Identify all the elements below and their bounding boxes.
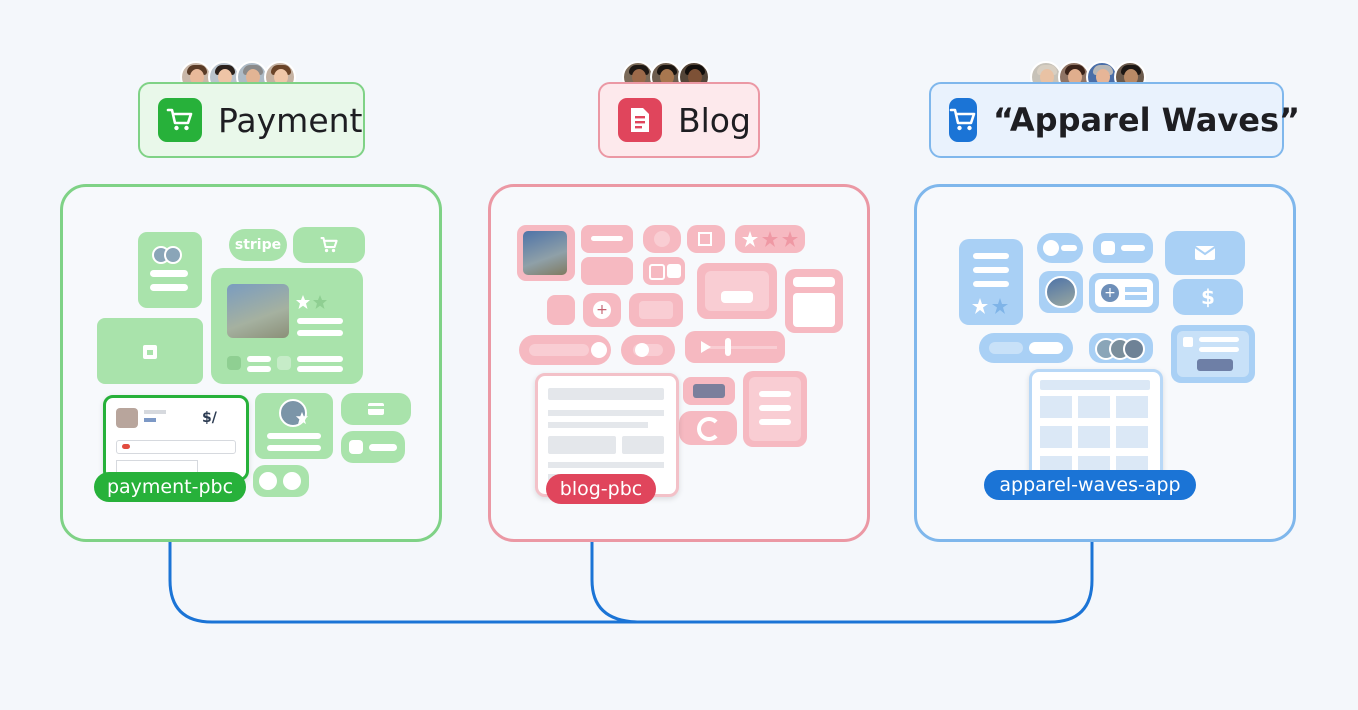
- card-tile: [341, 393, 411, 425]
- payment-badge: [158, 98, 202, 142]
- dollar-tile: $: [1173, 279, 1243, 315]
- avatar: [180, 61, 212, 93]
- add-item-tile: +: [1089, 273, 1159, 313]
- document-icon: [631, 108, 649, 132]
- rating-stars-icon: [742, 231, 798, 247]
- apparel-waves-app-tag: apparel-waves-app: [984, 470, 1196, 500]
- cart-icon: [166, 108, 193, 131]
- credit-card-icon: [368, 403, 384, 415]
- radio-tile: [643, 225, 681, 253]
- slider-tile: [685, 331, 785, 363]
- payment-team-card: Payment: [138, 82, 365, 158]
- switch-tile: [621, 335, 675, 365]
- small-tile: [547, 295, 575, 325]
- rating-stars-icon: [972, 298, 1008, 314]
- blog-pbc-tag: blog-pbc: [546, 474, 656, 504]
- grid-tile: [687, 225, 725, 253]
- mail-icon: [1194, 246, 1216, 260]
- image-tile: [517, 225, 575, 281]
- checkout-document: $/: [103, 395, 249, 481]
- avatar-card-tile: [255, 393, 333, 459]
- apparel-waves-panel: + $: [914, 184, 1296, 542]
- app-document: [1029, 369, 1163, 485]
- checkbox-tile: [643, 257, 685, 285]
- team-name: Blog: [678, 100, 751, 140]
- button-tile: [683, 377, 735, 405]
- arrow-to-blog: [590, 516, 641, 624]
- cart-tile: [293, 227, 365, 263]
- stars-tile: [735, 225, 805, 253]
- currency-label: $/: [202, 410, 217, 426]
- checkbox-tile: [341, 431, 405, 463]
- calendar-tile: [97, 318, 203, 384]
- text-tile: [581, 257, 633, 285]
- apparel-team-card: “Apparel Waves”: [929, 82, 1300, 158]
- list-tile: [743, 371, 807, 447]
- dollar-label: $: [1201, 285, 1215, 309]
- team-name: Payment: [218, 100, 363, 140]
- chat-bubble-tile: [629, 293, 683, 327]
- stripe-label: stripe: [234, 237, 282, 253]
- cart-icon: [949, 108, 976, 131]
- calendar-icon: [143, 345, 157, 359]
- star-icon: [295, 411, 309, 425]
- team-name: “Apparel Waves”: [993, 101, 1301, 139]
- cart-icon: [320, 237, 338, 253]
- list-star-tile: [959, 239, 1023, 325]
- avatar-group-tile: [1089, 333, 1153, 363]
- toggle-pill-tile: [1037, 233, 1083, 263]
- stripe-tile: stripe: [229, 229, 287, 261]
- text-tile: [581, 225, 633, 253]
- mail-tile: [1165, 231, 1245, 275]
- add-tile: +: [583, 293, 621, 327]
- avatar-tile: [1039, 271, 1083, 313]
- payment-panel: stripe: [60, 184, 442, 542]
- blog-team-card: Blog: [598, 82, 760, 158]
- slider-tile: [979, 333, 1073, 363]
- nav-arrows-tile: [253, 465, 309, 497]
- toggle-tile: [519, 335, 611, 365]
- product-card-tile: [211, 268, 363, 384]
- modal-tile: [697, 263, 777, 319]
- payment-pbc-tag: payment-pbc: [94, 472, 246, 502]
- dropdown-tile: [785, 269, 843, 333]
- checkbox-tile: [1093, 233, 1153, 263]
- spinner-tile: [679, 411, 737, 445]
- profile-tile: [138, 232, 202, 308]
- form-tile: [1171, 325, 1255, 383]
- apparel-badge: [949, 98, 977, 142]
- blog-badge: [618, 98, 662, 142]
- rating-stars-icon: [296, 295, 327, 309]
